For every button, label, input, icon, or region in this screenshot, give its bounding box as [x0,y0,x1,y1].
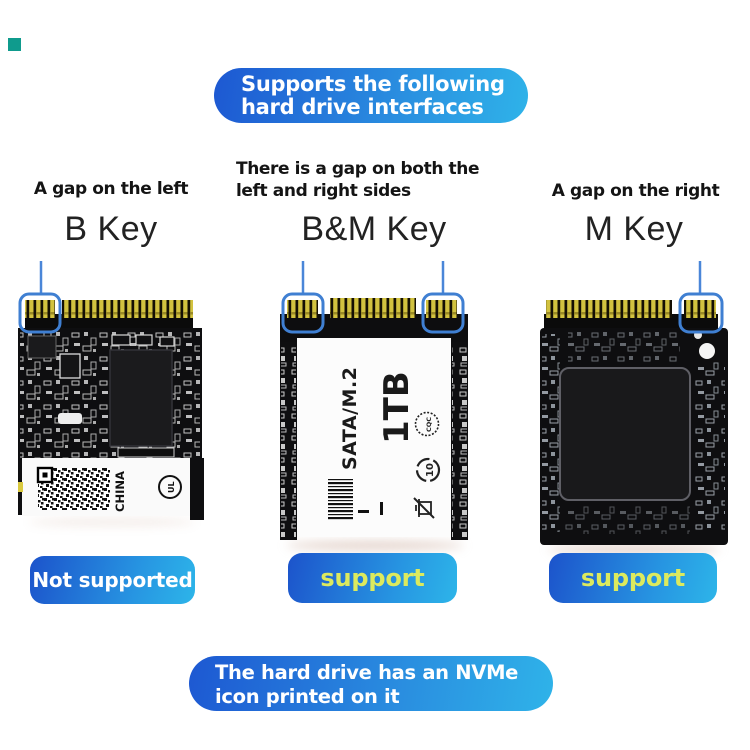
connector-socket [117,447,175,458]
status-badge-not-supported: Not supported [30,556,195,604]
caption-b-key: A gap on the left [33,179,189,199]
shielded-component [59,353,81,379]
gap-highlight-box [678,292,724,334]
b-card-shadow [28,518,196,526]
edge-connector-pins-main-group [62,300,193,318]
gap-highlight-box [18,292,62,334]
title-banner: Supports the following hard drive interf… [214,68,528,123]
main-chip [109,349,173,447]
trash-bin-crossed-icon [413,497,435,519]
bottom-banner-line1: The hard drive has an NVMe [215,661,519,684]
white-component [58,413,82,424]
smd-components-top [568,332,680,362]
product-label [297,338,451,537]
key-label-b: B Key [64,210,158,248]
edge-connector-pins-middle-group [330,298,416,318]
edge-connector-pins-left-group [287,300,318,318]
bottom-banner-line2: icon printed on it [215,685,400,708]
edge-connector-pins-main-group [546,300,672,318]
caption-bm-key-line2: left and right sides [236,181,411,201]
interface-text: SATA/M.2 [339,367,361,470]
label-mark [380,502,383,515]
capacitor [135,334,153,346]
bm-card-shadow [286,541,464,550]
cqc-logo: CQC [414,411,440,437]
b-key-card-image: CHINA UL [18,261,204,520]
status-badge-bm-support: support [288,553,457,603]
caption-m-key: A gap on the right [551,181,720,201]
status-badge-m-support: support [549,553,717,603]
edge-connector-pins-right-group [684,300,716,318]
barcode [328,478,353,520]
qr-finder-dot [42,472,48,478]
label-mark [358,510,369,513]
screw-hole [699,343,715,359]
key-label-m: M Key [584,210,684,248]
gap-highlight-box-right [421,292,465,334]
edge-connector-pins-left-group [25,300,55,318]
smd-components-left [542,334,560,532]
edge-connector-pins-right-group [426,300,457,318]
edge-connector-base [280,314,468,342]
key-label-bm: B&M Key [301,210,447,248]
bm-key-card-image: SATA/M.2 1TB CQC 10 [280,261,468,540]
title-banner-line1: Supports the following [241,72,505,96]
smd-components-bottom [564,506,690,534]
ul-logo [158,475,182,499]
small-chip [27,335,57,359]
capacitor [111,334,131,346]
m-key-card-image [540,261,728,545]
bottom-banner: The hard drive has an NVMe icon printed … [189,656,553,711]
gap-highlight-box-left [281,292,325,334]
capacity-text: 1TB [377,371,417,444]
gold-pad [18,482,23,492]
pcb-right-edge [190,458,204,520]
svg-text:10: 10 [425,463,436,477]
origin-text: CHINA [113,471,127,512]
m-card-shadow [548,545,720,554]
capacitor [159,336,175,347]
caption-bm-key-line1: There is a gap on both the [236,159,480,179]
ul-logo-text: UL [167,481,176,493]
smd-components-right [694,362,725,530]
smd-components-right [452,346,467,538]
recycle-10-icon: 10 [415,457,441,483]
smd-components-left [281,346,296,538]
corner-color-swatch [8,38,21,51]
nand-chip [559,367,691,501]
caption-bm-key: There is a gap on both the left and righ… [236,158,496,202]
title-banner-line2: hard drive interfaces [241,95,484,119]
svg-text:CQC: CQC [425,417,433,432]
